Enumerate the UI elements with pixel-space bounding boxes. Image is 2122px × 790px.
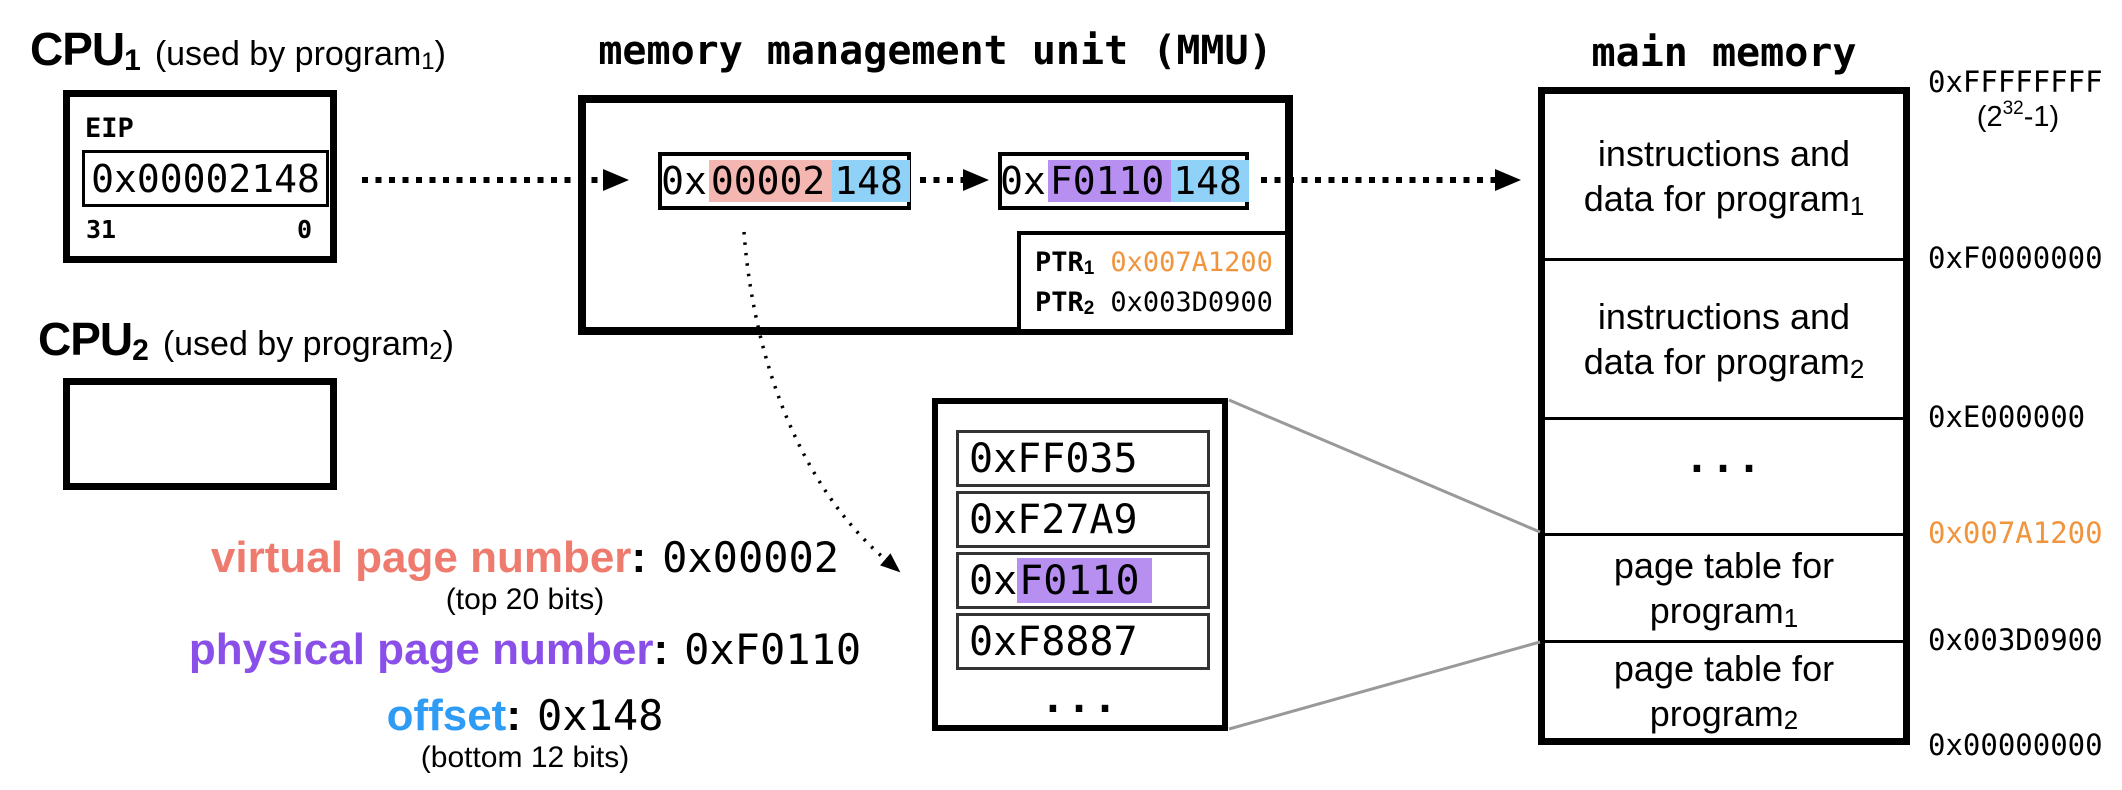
address-zero-value: 0x00000000 — [1928, 728, 2103, 762]
memory-section-program1-data: instructions and data for program1 — [1545, 94, 1903, 258]
main-memory-box: instructions and data for program1 instr… — [1538, 87, 1910, 745]
virtual-address-prefix: 0x — [661, 159, 707, 203]
cpu2-note-text: (used by program — [162, 325, 430, 363]
page-table-zoom-line-bottom — [1228, 640, 1541, 731]
legend-physical-page-number-value: 0xF0110 — [684, 625, 862, 674]
physical-offset-highlight: 148 — [1171, 159, 1249, 203]
legend-top-bits-note: (top 20 bits) — [445, 583, 605, 616]
legend: virtual page number:0x00002 (top 20 bits… — [110, 533, 940, 775]
address-003d0900-value: 0x003D0900 — [1928, 623, 2103, 657]
main-memory-title: main memory — [1591, 30, 1857, 76]
cpu1-note-text: (used by program — [154, 35, 422, 73]
cpu2-note-subscript: 2 — [429, 337, 443, 365]
address-label-f0000000: 0xF0000000 — [1928, 240, 2108, 276]
address-label-e000000: 0xE000000 — [1928, 399, 2108, 435]
cpu1-note-close: ) — [434, 35, 446, 73]
legend-physical-page-number-row: physical page number:0xF0110 — [110, 625, 940, 675]
legend-colon-2: : — [506, 691, 521, 740]
page-table-entry-2-prefix: 0x — [969, 557, 1018, 604]
address-007a1200-value: 0x007A1200 — [1928, 516, 2103, 550]
address-f0000000-value: 0xF0000000 — [1928, 241, 2103, 275]
cpu1-box: EIP 0x00002148 31 0 — [63, 90, 337, 263]
legend-colon-0: : — [631, 533, 647, 582]
virtual-offset-highlight: 148 — [832, 159, 910, 203]
cpu2-name-subscript: 2 — [132, 334, 149, 368]
memory-section-page-table1: page table for program1 — [1545, 533, 1903, 640]
legend-physical-page-number-label: physical page number — [188, 625, 654, 674]
cpu2-name: CPU — [38, 313, 133, 365]
memory-page-table2-line2: program2 — [1649, 692, 1799, 736]
virtual-page-number-highlight: 00002 — [708, 159, 833, 203]
legend-offset-label: offset — [386, 691, 507, 740]
page-table-zoom-line-top — [1228, 398, 1541, 534]
cpu1-name-subscript: 1 — [124, 44, 141, 78]
address-label-zero: 0x00000000 — [1928, 727, 2108, 763]
address-e000000-value: 0xE000000 — [1928, 400, 2086, 434]
cpu2-box — [63, 378, 337, 490]
memory-page-table1-line2: program1 — [1649, 590, 1799, 633]
legend-offset-value: 0x148 — [537, 691, 664, 740]
legend-bottom-bits-note: (bottom 12 bits) — [420, 741, 630, 774]
cpu2-title: CPU2(used by program2) — [38, 312, 454, 366]
memory-section-ellipsis: ... — [1545, 417, 1903, 533]
cpu1-note-subscript: 1 — [421, 47, 435, 75]
bit-index-0: 0 — [296, 215, 312, 244]
memory-section-page-table2: page table for program2 — [1545, 640, 1903, 738]
memory-page-table1-line1: page table for — [1613, 545, 1835, 586]
ptr1-label: PTR — [1035, 246, 1084, 278]
eip-register-value: 0x00002148 — [91, 156, 320, 201]
mmu-title: memory management unit (MMU) — [598, 28, 1273, 74]
physical-address-prefix: 0x — [1000, 159, 1046, 203]
cpu1-title: CPU1(used by program1) — [30, 22, 446, 76]
cpu1-note: (used by program1) — [155, 35, 446, 73]
memory-section-program2-line2: data for program2 — [1583, 341, 1865, 384]
page-table-entry-3-value: 0xF8887 — [969, 618, 1138, 665]
cpu2-note-close: ) — [442, 325, 454, 363]
physical-page-number-highlight: F0110 — [1047, 159, 1172, 203]
page-table-entry-1-value: 0xF27A9 — [969, 496, 1138, 543]
eip-register-box: 0x00002148 — [82, 150, 329, 207]
page-table-ellipsis: ... — [1040, 676, 1120, 722]
page-table-entry-0: 0xFF035 — [956, 430, 1210, 487]
mmu-box — [578, 95, 1293, 335]
address-max-value: 0xFFFFFFFF — [1928, 65, 2103, 99]
legend-virtual-page-number-row: virtual page number:0x00002 — [110, 533, 940, 583]
ptr2-value: 0x003D0900 — [1110, 286, 1273, 318]
memory-page-table2-line1: page table for — [1613, 647, 1835, 689]
legend-offset-row: offset:0x148 — [110, 691, 940, 741]
page-table-entry-0-value: 0xFF035 — [969, 435, 1138, 482]
memory-section-program1-line1: instructions and — [1597, 133, 1851, 174]
page-table-entry-2-highlight: F0110 — [1017, 558, 1152, 604]
address-label-007a1200: 0x007A1200 — [1928, 515, 2108, 551]
address-label-003d0900: 0x003D0900 — [1928, 622, 2108, 658]
ptr2-label: PTR — [1035, 286, 1084, 318]
cpu2-note: (used by program2) — [163, 325, 454, 363]
ptr1-value: 0x007A1200 — [1110, 246, 1273, 278]
memory-section-program1-line2: data for program1 — [1583, 178, 1865, 221]
address-label-max: 0xFFFFFFFF (232-1) — [1928, 64, 2108, 134]
eip-register-label: EIP — [85, 113, 134, 144]
bit-index-31: 31 — [86, 215, 117, 244]
legend-colon-1: : — [653, 625, 669, 674]
cpu1-name: CPU — [30, 23, 125, 75]
memory-section-program2-data: instructions and data for program2 — [1545, 258, 1903, 417]
memory-section-program2-line1: instructions and — [1597, 296, 1851, 337]
address-max-note: (232-1) — [1976, 98, 2060, 133]
legend-virtual-page-number-value: 0x00002 — [662, 533, 840, 582]
page-table-entry-3: 0xF8887 — [956, 613, 1210, 670]
page-table-entry-1: 0xF27A9 — [956, 491, 1210, 548]
legend-virtual-page-number-label: virtual page number — [210, 533, 632, 582]
